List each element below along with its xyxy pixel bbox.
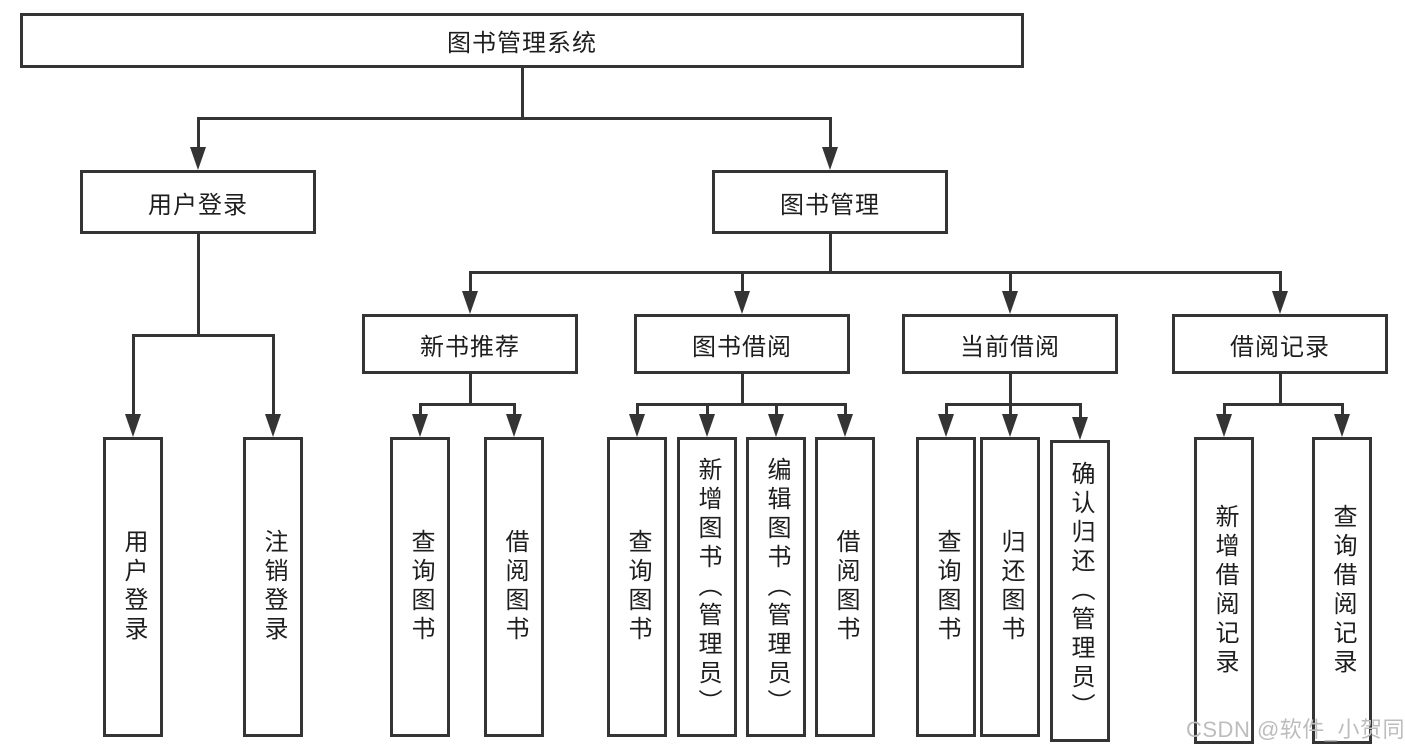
arrow-down-icon: [699, 414, 715, 437]
leaf-add-borrow-record: 新增借阅记录: [1194, 437, 1254, 744]
connector-line-v: [843, 405, 847, 416]
leaf-borrow-books-borrowing: 借阅图书: [815, 437, 875, 737]
connector-line-h: [196, 117, 832, 120]
connector-line-v: [740, 273, 744, 295]
leaf-label: 借阅图书: [501, 529, 528, 645]
arrow-down-icon: [1072, 417, 1088, 440]
leaf-label: 查询图书: [407, 529, 434, 645]
leaf-label: 用户登录: [120, 529, 147, 645]
node-label: 用户登录: [148, 191, 248, 219]
connector-line-v: [1008, 405, 1012, 416]
arrow-down-icon: [462, 291, 478, 314]
leaf-query-books-recommend: 查询图书: [390, 437, 450, 737]
node-label: 图书借阅: [692, 333, 792, 361]
arrow-down-icon: [265, 414, 281, 437]
arrow-down-icon: [190, 147, 206, 170]
csdn-watermark: CSDN @软件_小贺同学: [1186, 717, 1405, 742]
node-current-borrowing: 当前借阅: [902, 314, 1118, 374]
node-label: 新书推荐: [420, 333, 520, 361]
arrow-down-icon: [1002, 414, 1018, 437]
arrow-down-icon: [125, 414, 141, 437]
leaf-label: 新增借阅记录: [1211, 503, 1238, 678]
connector-line-v: [520, 68, 524, 120]
leaf-label: 借阅图书: [832, 529, 859, 645]
connector-line-v: [1222, 405, 1226, 416]
connector-line-h: [635, 403, 847, 406]
node-label: 当前借阅: [960, 333, 1060, 361]
node-book-borrowing: 图书借阅: [634, 314, 850, 374]
connector-line-v: [1340, 405, 1344, 416]
arrow-down-icon: [938, 414, 954, 437]
node-label: 图书管理系统: [447, 30, 597, 57]
connector-line-v: [705, 405, 709, 416]
connector-line-v: [1278, 273, 1282, 295]
connector-line-v: [468, 374, 472, 405]
connector-line-h: [1222, 403, 1344, 406]
node-user-login: 用户登录: [80, 170, 316, 234]
leaf-logout: 注销登录: [243, 437, 303, 737]
leaf-query-borrow-record: 查询借阅记录: [1312, 437, 1372, 744]
connector-line-v: [131, 336, 135, 416]
connector-line-v: [271, 336, 275, 416]
connector-line-v: [468, 273, 472, 295]
connector-line-v: [740, 374, 744, 405]
connector-line-h: [944, 403, 1082, 406]
leaf-add-books-admin: 新增图书（管理员）: [677, 437, 737, 737]
leaf-confirm-return-admin: 确认归还（管理员）: [1050, 440, 1110, 742]
arrow-down-icon: [1334, 414, 1350, 437]
leaf-query-books-current: 查询图书: [916, 437, 976, 737]
arrow-down-icon: [412, 414, 428, 437]
node-book-management: 图书管理: [712, 170, 948, 234]
node-new-book-recommendation: 新书推荐: [362, 314, 578, 374]
leaf-return-books: 归还图书: [980, 437, 1040, 737]
connector-line-v: [774, 405, 778, 416]
node-borrowing-records: 借阅记录: [1172, 314, 1388, 374]
connector-line-h: [468, 271, 1282, 274]
connector-line-v: [196, 118, 200, 149]
arrow-down-icon: [734, 291, 750, 314]
arrow-down-icon: [629, 414, 645, 437]
leaf-query-books-borrowing: 查询图书: [607, 437, 667, 737]
connector-line-v: [1008, 273, 1012, 295]
connector-line-v: [418, 405, 422, 416]
arrow-down-icon: [768, 414, 784, 437]
connector-line-h: [418, 403, 516, 406]
arrow-down-icon: [506, 414, 522, 437]
node-label: 图书管理: [780, 191, 880, 219]
connector-line-h: [131, 334, 275, 337]
leaf-user-login: 用户登录: [103, 437, 163, 737]
connector-line-v: [196, 234, 200, 336]
connector-line-v: [1008, 374, 1012, 405]
leaf-label: 编辑图书（管理员）: [763, 456, 790, 718]
connector-line-v: [828, 118, 832, 149]
leaf-label: 归还图书: [997, 529, 1024, 645]
arrow-down-icon: [837, 414, 853, 437]
arrow-down-icon: [1216, 414, 1232, 437]
leaf-label: 确认归还（管理员）: [1067, 460, 1094, 722]
connector-line-v: [1278, 374, 1282, 405]
connector-line-v: [828, 234, 832, 274]
leaf-label: 新增图书（管理员）: [694, 456, 721, 718]
arrow-down-icon: [1002, 291, 1018, 314]
leaf-label: 查询借阅记录: [1329, 503, 1356, 678]
connector-line-v: [635, 405, 639, 416]
leaf-borrow-books-recommend: 借阅图书: [484, 437, 544, 737]
leaf-label: 注销登录: [260, 529, 287, 645]
connector-line-v: [512, 405, 516, 416]
node-library-management-system: 图书管理系统: [20, 13, 1024, 68]
leaf-label: 查询图书: [933, 529, 960, 645]
node-label: 借阅记录: [1230, 333, 1330, 361]
arrow-down-icon: [1272, 291, 1288, 314]
connector-line-v: [1078, 405, 1082, 418]
arrow-down-icon: [822, 147, 838, 170]
leaf-label: 查询图书: [624, 529, 651, 645]
leaf-edit-books-admin: 编辑图书（管理员）: [746, 437, 806, 737]
connector-line-v: [944, 405, 948, 416]
